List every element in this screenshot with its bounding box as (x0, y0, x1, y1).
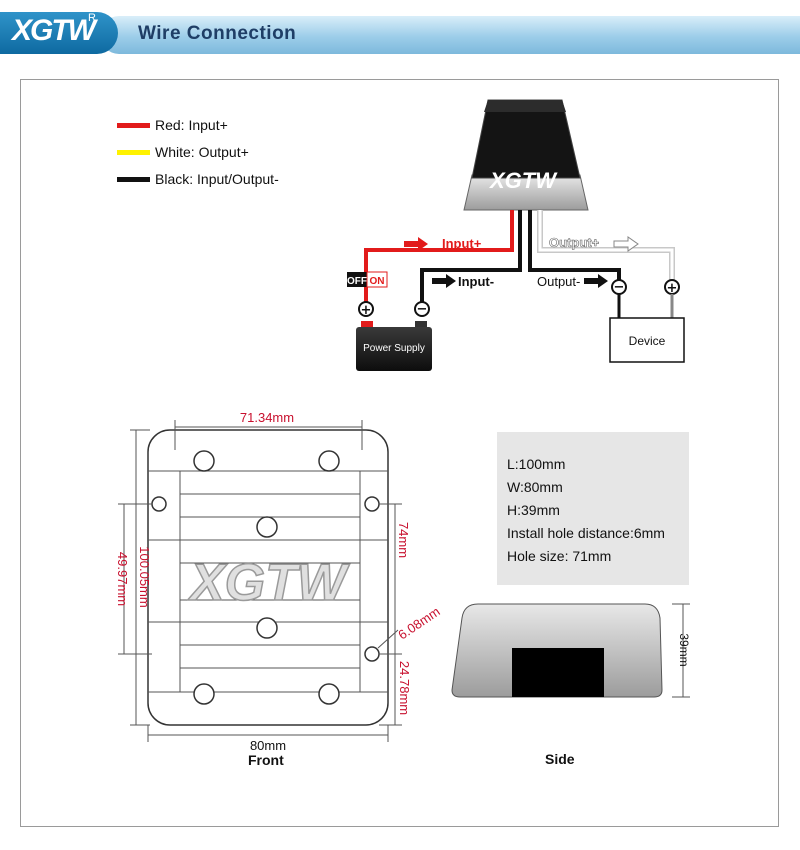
legend-swatch-black (117, 177, 150, 182)
svg-text:−: − (417, 302, 428, 317)
dimension-install-hole: Install hole distance:6mm (507, 525, 665, 541)
registered-mark: R (88, 12, 96, 24)
arrow-input-minus (432, 274, 456, 288)
title-bar (100, 16, 800, 54)
supply-minus-terminal: − (414, 301, 430, 317)
converter-module: XGTW (463, 99, 589, 211)
label-input-minus: Input- (458, 274, 494, 289)
brand-logo-text: XGTW (12, 14, 96, 47)
page-title: Wire Connection (138, 23, 297, 44)
dim-side-height: 39mm (677, 633, 691, 666)
legend-label-red: Red: Input+ (155, 117, 228, 133)
front-view-label: Front (248, 752, 284, 768)
label-output-plus: Output+ (549, 235, 600, 250)
svg-text:+: + (667, 281, 678, 296)
legend-label-black: Black: Input/Output- (155, 171, 279, 187)
dimensions-panel: L:100mm W:80mm H:39mm Install hole dista… (497, 432, 689, 585)
device-box: Device (609, 317, 685, 363)
header-banner: XGTW R Wire Connection (0, 0, 800, 78)
power-switch: OFF ON (347, 271, 388, 288)
label-output-minus: Output- (537, 274, 580, 289)
switch-off-label: OFF (347, 276, 367, 287)
content-frame (20, 79, 779, 827)
heatsink-fins (148, 470, 388, 693)
legend-swatch-white (117, 150, 150, 155)
dimension-lines (118, 420, 402, 742)
dimension-width: W:80mm (507, 479, 563, 495)
device-plus-terminal: + (664, 279, 680, 296)
module-logo: XGTW (488, 168, 558, 193)
dim-bottom-width: 80mm (250, 738, 286, 753)
side-view-label: Side (545, 751, 575, 767)
front-logo: XGTW (187, 554, 350, 612)
dimension-hole-size: Hole size: 71mm (507, 548, 612, 564)
device-label: Device (629, 334, 666, 348)
legend-label-white: White: Output+ (155, 144, 249, 160)
supply-plus-terminal: + (358, 301, 374, 318)
power-supply-battery: Power Supply (356, 321, 432, 371)
dimension-height: H:39mm (507, 502, 560, 518)
wire-input-minus (420, 210, 522, 303)
dimension-length: L:100mm (507, 456, 566, 472)
label-input-plus: Input+ (442, 236, 482, 251)
arrow-input-plus (404, 237, 428, 251)
arrow-output-minus (584, 274, 608, 288)
svg-text:−: − (614, 280, 625, 295)
arrow-output-plus (613, 236, 639, 252)
dim-top-width: 71.34mm (240, 410, 294, 425)
dim-hole-offset: 24.78mm (397, 661, 412, 715)
wire-output-plus (537, 210, 675, 288)
switch-on-label: ON (370, 276, 385, 287)
front-body-outline (147, 429, 389, 726)
dim-hole-span: 74mm (396, 522, 411, 558)
dim-height-total: 100.05mm (137, 546, 152, 607)
dim-height-inner: 49.97mm (115, 552, 130, 606)
brand-logo (0, 12, 118, 54)
power-supply-label: Power Supply (363, 343, 425, 354)
side-terminal-block (512, 648, 604, 697)
svg-text:+: + (361, 303, 372, 318)
legend-swatch-red (117, 123, 150, 128)
